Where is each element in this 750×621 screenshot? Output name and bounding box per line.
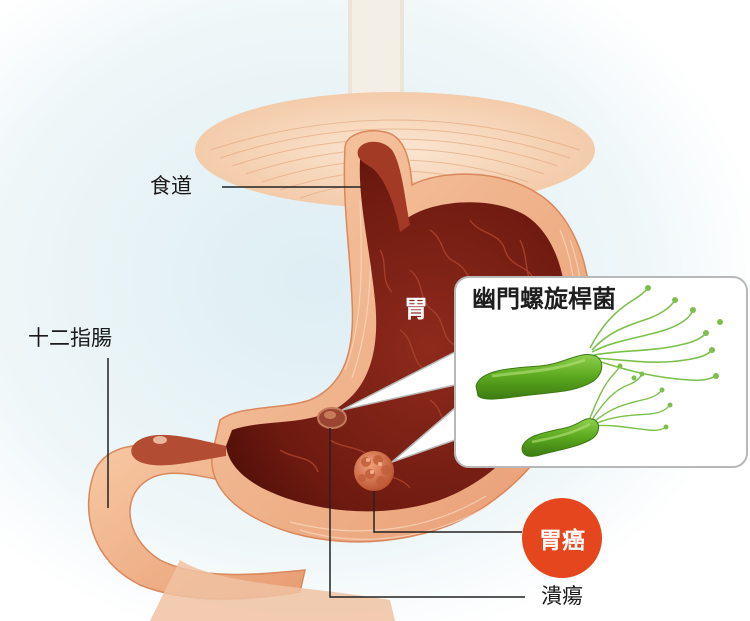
leader-ulcer — [329, 428, 525, 598]
label-stomach-cancer: 胃癌 — [539, 528, 585, 554]
esophagus-channel — [357, 141, 410, 232]
stomach-cancer-badge: 胃癌 — [522, 498, 602, 578]
label-helicobacter-pylori: 幽門螺旋桿菌 — [472, 285, 616, 313]
label-ulcer: 潰瘍 — [541, 584, 583, 608]
label-esophagus: 食道 — [150, 174, 192, 198]
bacterium-small — [521, 363, 673, 457]
leader-lines — [107, 186, 525, 598]
leader-cancer — [373, 491, 522, 533]
label-stomach: 胃 — [404, 295, 428, 323]
label-duodenum: 十二指腸 — [28, 326, 112, 350]
bacterium-large — [475, 285, 723, 400]
tumor — [354, 451, 394, 491]
